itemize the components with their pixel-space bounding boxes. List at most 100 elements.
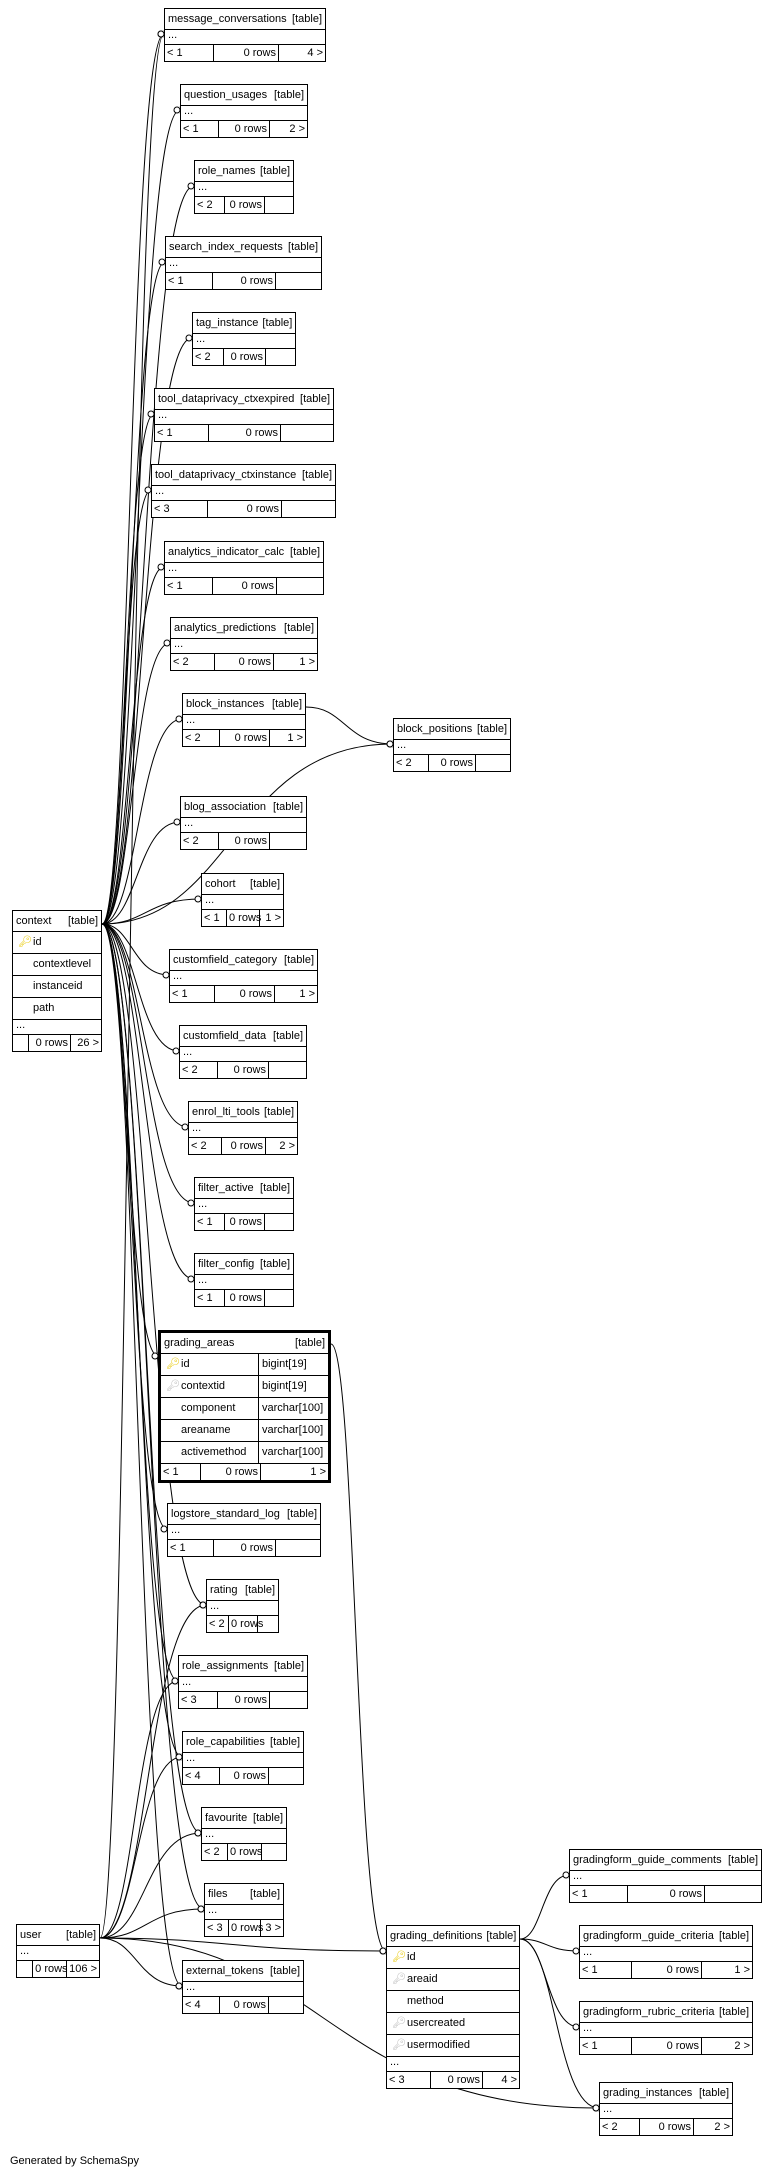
- table-name: external_tokens: [186, 1965, 264, 1977]
- edge-block_instances-block_positions: [305, 706, 394, 745]
- children-count: 1 >: [310, 1466, 326, 1478]
- children-count: [476, 755, 510, 771]
- table-tag: [table]: [273, 801, 303, 813]
- row-count: 0 rows: [632, 1962, 702, 1978]
- row-count: 0 rows: [214, 1540, 276, 1556]
- more-columns: ...: [168, 1525, 320, 1540]
- more-columns: ...: [170, 971, 317, 986]
- table-tag: [table]: [719, 1930, 749, 1942]
- table-tag: [table]: [284, 622, 314, 634]
- children-count: 106 >: [69, 1963, 97, 1975]
- edge-context-role_assignments: [101, 923, 179, 1682]
- table-name: favourite: [205, 1812, 248, 1824]
- row-count: 0 rows: [220, 1997, 269, 2013]
- children-count: 3 >: [265, 1922, 281, 1934]
- more-columns: ...: [394, 740, 510, 755]
- more-columns: ...: [207, 1601, 278, 1616]
- row-count: 0 rows: [640, 2119, 694, 2135]
- edge-context-cohort: [101, 898, 202, 925]
- children-count: 1 >: [265, 912, 281, 924]
- row-count: 0 rows: [225, 1290, 265, 1306]
- row-count: 0 rows: [429, 755, 476, 771]
- parents-count: < 1: [168, 1540, 214, 1556]
- table-tool-dataprivacy-ctxexpired[interactable]: tool_dataprivacy_ctxexpired[table]...< 1…: [154, 388, 334, 442]
- parents-count: < 3: [179, 1692, 218, 1708]
- edge-grading_definitions-gradingform_rubric_criteria: [519, 1938, 580, 2028]
- column-usermodified: 🔑︎usermodified: [387, 2035, 519, 2056]
- column-type: varchar[100]: [258, 1442, 328, 1463]
- more-columns: ...: [580, 2023, 752, 2038]
- parents-count: < 2: [202, 1844, 228, 1860]
- parents-count: < 1: [570, 1886, 628, 1902]
- row-count: 0 rows: [632, 2038, 702, 2054]
- table-tag: [table]: [274, 1660, 304, 1672]
- children-count: 2 >: [714, 2121, 730, 2133]
- parents-count: [13, 1035, 29, 1051]
- children-count: [281, 425, 333, 441]
- row-count: 0 rows: [220, 730, 270, 746]
- table-tag: [table]: [250, 1888, 280, 1900]
- table-gradingform-rubric-criteria[interactable]: gradingform_rubric_criteria[table]...< 1…: [579, 2001, 753, 2055]
- children-count: [276, 273, 321, 289]
- edge-context-block_instances: [101, 718, 183, 925]
- parents-count: < 3: [387, 2072, 431, 2088]
- row-count: 0 rows: [218, 1062, 269, 1078]
- table-name: logstore_standard_log: [171, 1508, 280, 1520]
- row-count: 0 rows: [224, 349, 266, 365]
- table-tag: [table]: [284, 954, 314, 966]
- column-type: varchar[100]: [258, 1420, 328, 1441]
- table-tag: [table]: [274, 89, 304, 101]
- edge-context-analytics_predictions: [101, 642, 171, 925]
- edge-user-grading_definitions: [99, 1937, 387, 1952]
- table-tag: [table]: [300, 393, 330, 405]
- table-grading-definitions[interactable]: grading_definitions[table] 🔑︎id 🔑︎areaid…: [386, 1925, 520, 2089]
- row-count: 0 rows: [230, 1844, 263, 1860]
- table-context[interactable]: context[table] 🔑︎id contextlevel instanc…: [12, 910, 102, 1052]
- table-tool-dataprivacy-ctxinstance[interactable]: tool_dataprivacy_ctxinstance[table]...< …: [151, 464, 336, 518]
- children-count: [258, 1616, 278, 1632]
- table-name: analytics_indicator_calc: [168, 546, 285, 558]
- row-count: 0 rows: [431, 2072, 483, 2088]
- row-count: 0 rows: [628, 1886, 705, 1902]
- edge-context-grading_areas: [101, 923, 159, 1357]
- table-name: enrol_lti_tools: [192, 1106, 260, 1118]
- edge-context-tool_dataprivacy_ctxinstance: [101, 489, 152, 925]
- more-columns: ...: [195, 182, 293, 197]
- column-areaid: 🔑︎areaid: [387, 1969, 519, 1990]
- table-tag: [table]: [477, 723, 507, 735]
- table-name: filter_active: [198, 1182, 254, 1194]
- parents-count: < 4: [183, 1768, 220, 1784]
- table-tag: [table]: [287, 1508, 317, 1520]
- more-columns: ...: [166, 258, 321, 273]
- more-columns: ...: [179, 1677, 307, 1692]
